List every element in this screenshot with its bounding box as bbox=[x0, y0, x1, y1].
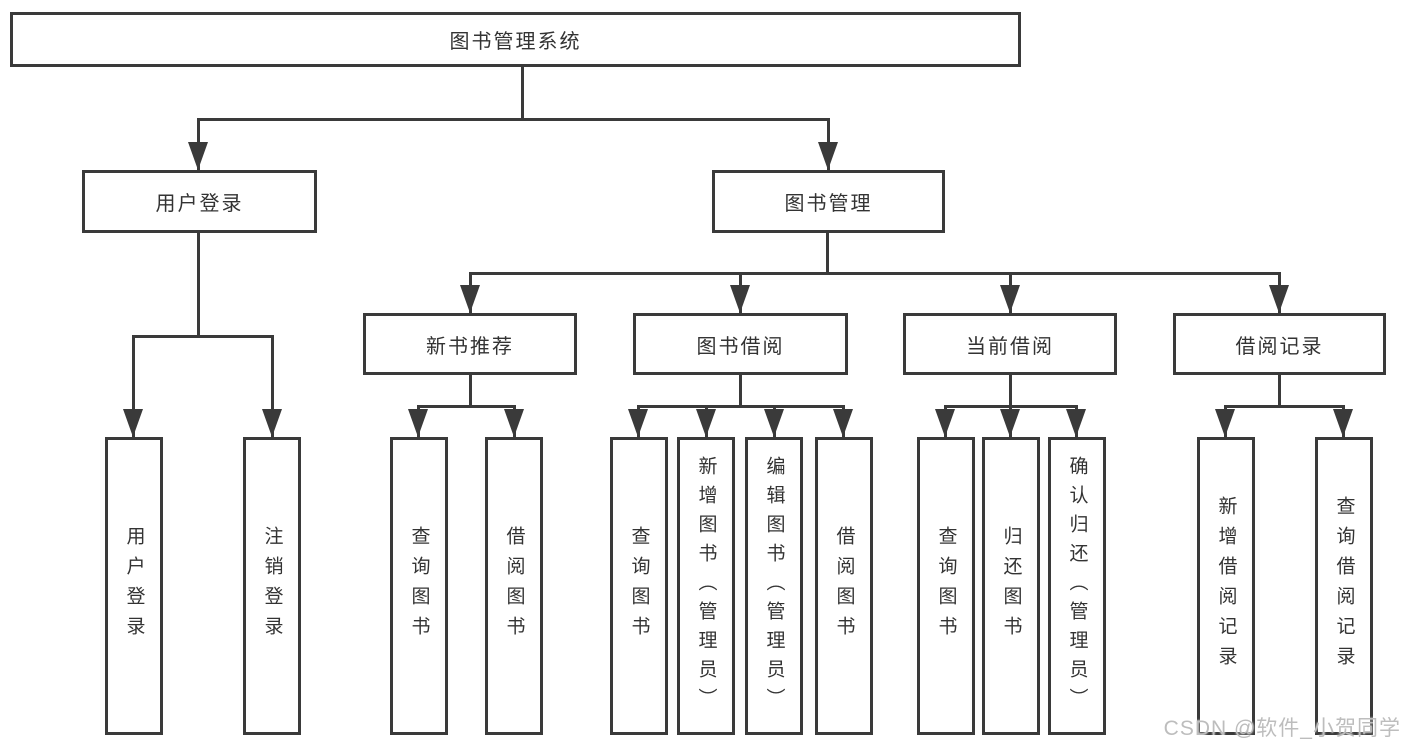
connector-line bbox=[469, 375, 472, 405]
leaf-edit-books-admin: 编辑图书（管理员） bbox=[745, 437, 803, 735]
arrow-down-icon bbox=[188, 142, 208, 170]
node-book-borrowing-label: 图书借阅 bbox=[696, 335, 785, 358]
node-book-management: 图书管理 bbox=[712, 170, 945, 233]
leaf-query-books-current: 查询图书 bbox=[917, 437, 975, 735]
connector-line bbox=[417, 405, 515, 408]
node-new-book-recommend-label: 新书推荐 bbox=[426, 335, 514, 358]
leaf-query-borrow-record-label: 查询借阅记录 bbox=[1333, 496, 1355, 676]
arrow-down-icon bbox=[1000, 409, 1020, 437]
leaf-user-login: 用户登录 bbox=[105, 437, 163, 735]
arrow-down-icon bbox=[935, 409, 955, 437]
leaf-edit-books-admin-label: 编辑图书（管理员） bbox=[763, 455, 785, 717]
arrow-down-icon bbox=[696, 409, 716, 437]
leaf-query-books-recommend-label: 查询图书 bbox=[408, 526, 430, 646]
arrow-down-icon bbox=[1333, 409, 1353, 437]
csdn-watermark: CSDN @软件_小贺同学 bbox=[1163, 717, 1401, 740]
node-borrowing-records-label: 借阅记录 bbox=[1235, 335, 1324, 358]
arrow-down-icon bbox=[1215, 409, 1235, 437]
leaf-query-books-recommend: 查询图书 bbox=[390, 437, 448, 735]
node-root-label: 图书管理系统 bbox=[449, 31, 582, 53]
connector-line bbox=[197, 118, 830, 121]
connector-line bbox=[197, 233, 200, 335]
node-borrowing-records: 借阅记录 bbox=[1173, 313, 1386, 375]
arrow-down-icon bbox=[504, 409, 524, 437]
arrow-down-icon bbox=[1066, 409, 1086, 437]
connector-line bbox=[132, 335, 135, 437]
leaf-query-books-borrowing-label: 查询图书 bbox=[628, 526, 650, 646]
leaf-add-books-admin: 新增图书（管理员） bbox=[677, 437, 735, 735]
node-new-book-recommend: 新书推荐 bbox=[363, 313, 577, 375]
node-book-borrowing: 图书借阅 bbox=[633, 313, 848, 375]
leaf-borrow-books-recommend: 借阅图书 bbox=[485, 437, 543, 735]
leaf-logout-label: 注销登录 bbox=[261, 526, 283, 646]
connector-line bbox=[826, 233, 829, 272]
arrow-down-icon bbox=[730, 285, 750, 313]
leaf-add-borrow-record: 新增借阅记录 bbox=[1197, 437, 1255, 735]
arrow-down-icon bbox=[460, 285, 480, 313]
node-user-login-label: 用户登录 bbox=[155, 193, 244, 215]
connector-line bbox=[1224, 405, 1345, 408]
arrow-down-icon bbox=[833, 409, 853, 437]
connector-line bbox=[469, 272, 1280, 275]
leaf-borrow-books-borrowing: 借阅图书 bbox=[815, 437, 873, 735]
leaf-query-borrow-record: 查询借阅记录 bbox=[1315, 437, 1373, 735]
connector-line bbox=[739, 375, 742, 405]
arrow-down-icon bbox=[1269, 285, 1289, 313]
node-current-borrowing: 当前借阅 bbox=[903, 313, 1117, 375]
node-current-borrowing-label: 当前借阅 bbox=[966, 335, 1054, 358]
arrow-down-icon bbox=[1000, 285, 1020, 313]
node-user-login: 用户登录 bbox=[82, 170, 317, 233]
node-root: 图书管理系统 bbox=[10, 12, 1021, 67]
arrow-down-icon bbox=[764, 409, 784, 437]
leaf-return-books-label: 归还图书 bbox=[1000, 526, 1022, 646]
leaf-add-books-admin-label: 新增图书（管理员） bbox=[695, 455, 717, 717]
leaf-user-login-label: 用户登录 bbox=[123, 526, 145, 646]
leaf-confirm-return-admin-label: 确认归还（管理员） bbox=[1066, 455, 1088, 717]
connector-line bbox=[637, 405, 845, 408]
leaf-add-borrow-record-label: 新增借阅记录 bbox=[1215, 496, 1237, 676]
connector-line bbox=[1009, 375, 1012, 405]
leaf-borrow-books-borrowing-label: 借阅图书 bbox=[833, 526, 855, 646]
leaf-confirm-return-admin: 确认归还（管理员） bbox=[1048, 437, 1106, 735]
leaf-borrow-books-recommend-label: 借阅图书 bbox=[503, 526, 525, 646]
arrow-down-icon bbox=[818, 142, 838, 170]
arrow-down-icon bbox=[408, 409, 428, 437]
arrow-down-icon bbox=[262, 409, 282, 437]
leaf-query-books-current-label: 查询图书 bbox=[935, 526, 957, 646]
leaf-query-books-borrowing: 查询图书 bbox=[610, 437, 668, 735]
connector-line bbox=[521, 67, 524, 118]
connector-line bbox=[271, 335, 274, 437]
connector-line bbox=[132, 335, 274, 338]
node-book-management-label: 图书管理 bbox=[784, 193, 873, 215]
arrow-down-icon bbox=[628, 409, 648, 437]
arrow-down-icon bbox=[123, 409, 143, 437]
connector-line bbox=[1278, 375, 1281, 405]
leaf-return-books: 归还图书 bbox=[982, 437, 1040, 735]
leaf-logout: 注销登录 bbox=[243, 437, 301, 735]
